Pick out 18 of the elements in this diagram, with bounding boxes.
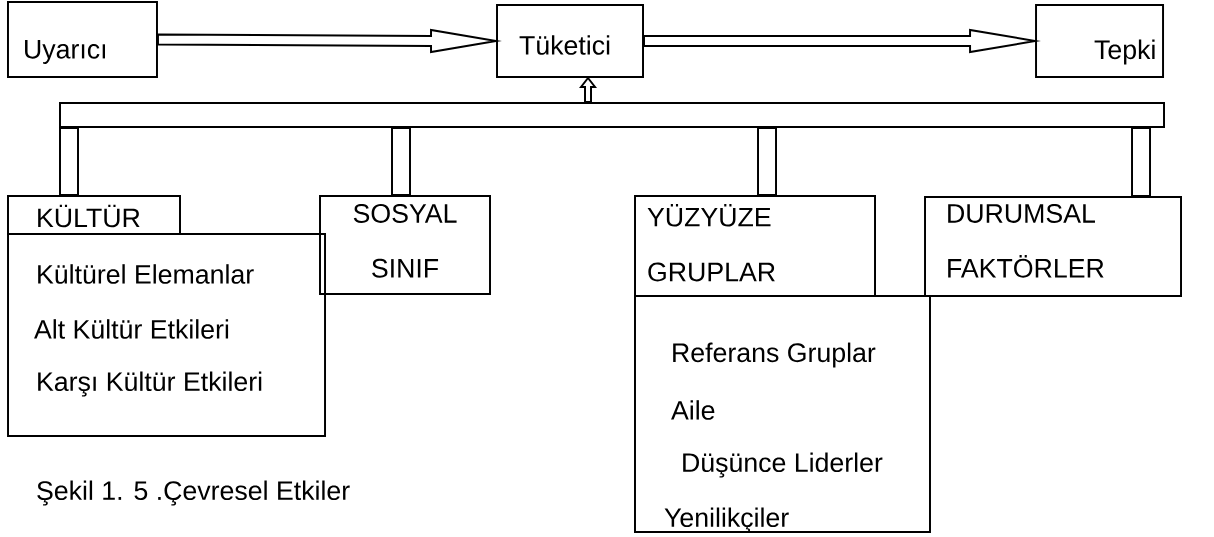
hollow-arrow	[643, 28, 1041, 54]
label-box: Tepki	[1035, 4, 1165, 78]
connector-post	[1131, 127, 1151, 197]
hollow-arrow	[157, 28, 502, 54]
connector-post	[391, 127, 411, 196]
caption: Şekil 1. 5 .Çevresel Etkiler	[37, 480, 350, 506]
list-box: Kültürel Elemanlar Alt Kültür Etkileri Karşı Kültür Etkileri	[7, 233, 326, 437]
header-box: SOSYAL SINIF	[319, 195, 491, 295]
label-box: Tüketici	[496, 4, 644, 78]
label-box: Uyarıcı	[7, 1, 158, 78]
header-box: YÜZYÜZE GRUPLAR	[634, 195, 876, 297]
connector-post	[59, 127, 79, 196]
list-box: Referans Gruplar Aile Düşünce Liderler Yenilikçiler	[634, 295, 931, 533]
header-box: KÜLTÜR	[7, 195, 181, 235]
bar	[59, 102, 1165, 128]
header-box: DURUMSAL FAKTÖRLER	[924, 196, 1182, 297]
hollow-arrow	[579, 76, 598, 103]
connector-post	[757, 127, 777, 196]
